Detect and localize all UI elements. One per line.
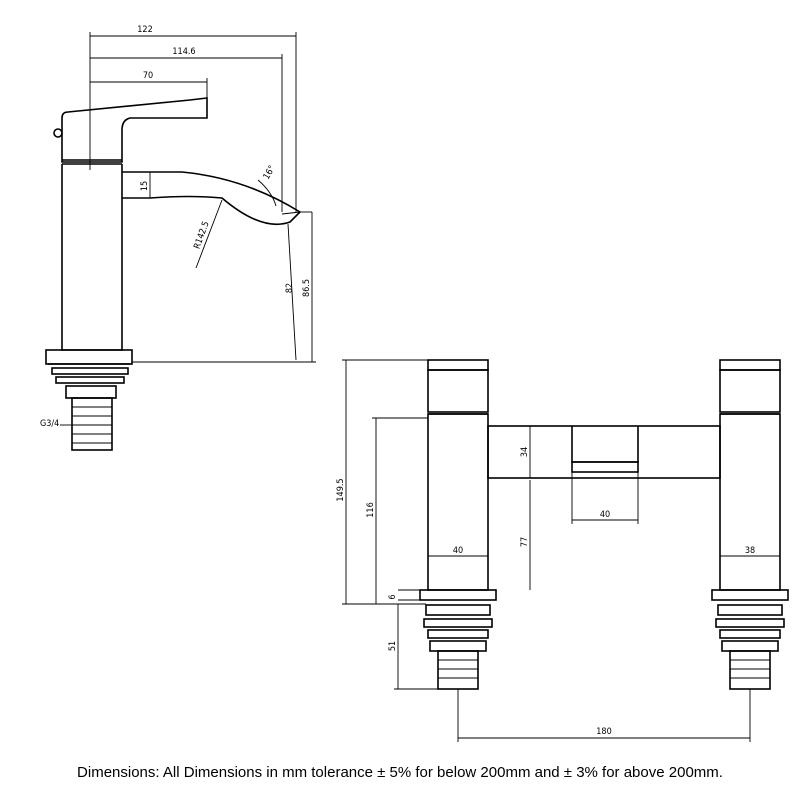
dim-lower-height: 77 — [520, 537, 530, 547]
spout-hub — [571, 426, 639, 463]
lever-handle — [61, 97, 208, 163]
left-base — [419, 589, 497, 601]
right-shank — [729, 650, 771, 690]
bridge — [487, 425, 721, 479]
left-shank — [437, 650, 479, 690]
tap-body — [61, 164, 123, 351]
dim-base-thickness: 6 — [388, 594, 398, 599]
fixing-nut — [65, 385, 117, 399]
dim-spout-reach: 114.6 — [172, 47, 195, 57]
dim-total-height: 149.5 — [336, 478, 346, 501]
spout — [122, 171, 302, 226]
front-view: 149.5 116 34 40 40 38 77 6 51 180 — [336, 359, 789, 742]
dim-left-pillar-width: 40 — [453, 546, 463, 556]
dim-right-pillar-width: 38 — [745, 546, 755, 556]
dim-shank-length: 51 — [388, 641, 398, 651]
dimensions-caption: Dimensions: All Dimensions in mm toleran… — [77, 764, 723, 781]
dim-spout-depth: 15 — [140, 181, 150, 191]
base-flange — [45, 349, 133, 365]
dim-bridge-depth: 34 — [520, 447, 530, 457]
dim-centres: 180 — [596, 727, 611, 737]
dim-hub-width: 40 — [600, 510, 610, 520]
dim-outlet-height: 82 — [285, 283, 295, 293]
lever-pivot — [53, 128, 63, 138]
dim-spout-angle: 16° — [262, 164, 278, 181]
dim-lever-length: 70 — [143, 71, 153, 81]
dim-overall-width: 122 — [137, 25, 152, 35]
right-pillar — [719, 413, 781, 591]
dim-body-height: 86.5 — [302, 279, 312, 297]
right-base — [711, 589, 789, 601]
left-pillar — [427, 413, 489, 591]
dim-thread: G3/4 — [40, 419, 59, 429]
tail-shank — [71, 397, 113, 451]
fixing-washer — [51, 367, 129, 375]
left-handle-cap — [427, 359, 489, 371]
side-view: 122 114.6 70 16° 15 R142.5 82 86.5 G3/4 — [40, 25, 316, 451]
right-handle-cap — [719, 359, 781, 371]
dim-bridge-height: 116 — [366, 502, 376, 517]
